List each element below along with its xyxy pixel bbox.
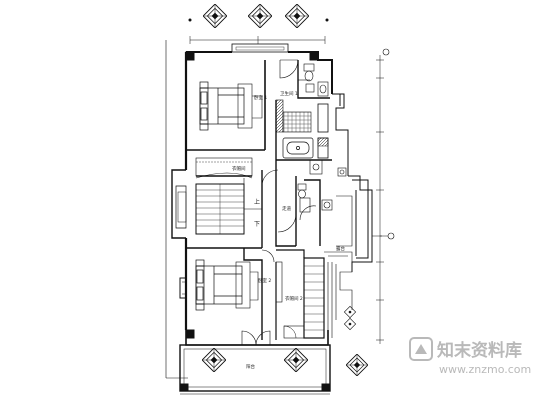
room-label-closet: 衣帽间 <box>232 165 246 172</box>
top-dimension-line <box>189 36 326 44</box>
walk-in-closet: 衣帽间 2 <box>275 249 325 340</box>
bedroom-bottom: 卧室 2 <box>179 259 271 311</box>
stair: 上 下 <box>171 169 262 239</box>
room-label-walk-in: 衣帽间 2 <box>285 295 303 302</box>
central-walls <box>186 170 321 340</box>
watermark-logo-icon <box>409 337 433 361</box>
axis-mark-lower <box>387 232 395 240</box>
small-markers <box>343 305 357 331</box>
bed-icon <box>199 81 245 131</box>
bed-icon <box>195 259 243 311</box>
bathtub-icon <box>282 137 314 159</box>
wet-zone <box>275 99 332 170</box>
room-label-balcony: 阳台 <box>246 363 255 370</box>
top-markers <box>188 18 329 22</box>
toilet-icon <box>303 63 315 93</box>
terrace: 露台 <box>324 245 353 338</box>
watermark-text: 知末资料库 <box>436 340 522 361</box>
toilet-icon <box>297 183 307 199</box>
watermark-url: www.znzmo.com <box>439 363 531 376</box>
room-label-bath-top: 卫生间 1 <box>280 90 298 97</box>
door-swing-icon <box>261 169 317 263</box>
door-swing-icon <box>241 330 271 346</box>
bathroom-top: 卫生间 1 <box>280 60 330 99</box>
watermark: 知末资料库 www.znzmo.com <box>409 337 531 376</box>
axis-mark-upper <box>382 48 390 56</box>
bedroom-top: 卧室 1 <box>186 60 267 151</box>
stair-down-label: 下 <box>254 221 260 228</box>
right-dimension-line <box>376 55 388 344</box>
ornamental-tile-icon <box>203 4 309 28</box>
room-label-bedroom-bottom: 卧室 2 <box>258 277 271 284</box>
top-bay-window <box>231 43 289 53</box>
room-label-corridor: 走道 <box>282 205 291 212</box>
room-label-terrace: 露台 <box>336 245 345 252</box>
ornamental-tile-icon <box>202 348 368 376</box>
room-label-bedroom-top: 卧室 1 <box>254 94 267 101</box>
balcony-bottom: 阳台 <box>179 344 331 395</box>
closet-zone: 衣帽间 <box>195 157 253 177</box>
door-swing-icon <box>279 59 299 79</box>
utility-fixtures <box>299 159 353 247</box>
stair-up-label: 上 <box>254 198 260 206</box>
